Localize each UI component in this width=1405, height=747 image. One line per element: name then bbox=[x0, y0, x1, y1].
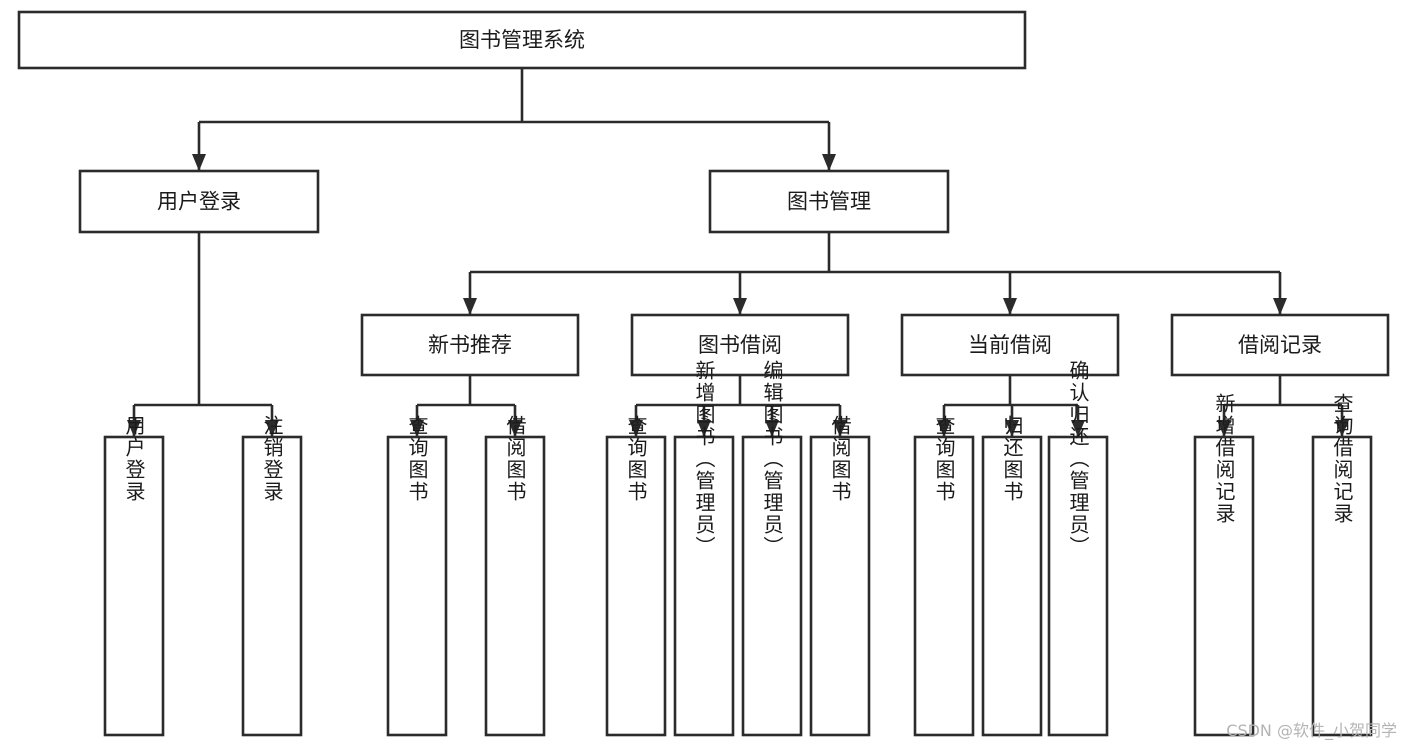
node-label-book-borrow: 图书借阅 bbox=[698, 333, 782, 357]
node-box-leaf-query-borrow-record bbox=[1311, 435, 1373, 737]
nodes-layer: 图书管理系统用户登录图书管理新书推荐图书借阅当前借阅借阅记录用户登录注销登录查询… bbox=[17, 10, 1390, 737]
node-label-leaf-user-login: 用户登录 bbox=[122, 415, 146, 503]
node-label-book-manage: 图书管理 bbox=[787, 190, 871, 214]
node-label-leaf-borrow-book-1: 借阅图书 bbox=[503, 415, 527, 503]
node-leaf-edit-book[interactable]: 编辑图书（管理员） bbox=[741, 360, 803, 737]
node-leaf-confirm-return[interactable]: 确认归还（管理员） bbox=[1047, 360, 1109, 737]
arrow-head-icon bbox=[1005, 420, 1019, 437]
node-leaf-add-book[interactable]: 新增图书（管理员） bbox=[673, 360, 735, 737]
node-leaf-add-borrow-record[interactable]: 新增借阅记录 bbox=[1193, 393, 1255, 737]
arrow-head-icon bbox=[410, 420, 424, 437]
arrow-head-icon bbox=[1071, 420, 1085, 437]
arrow-head-icon bbox=[1335, 420, 1349, 437]
node-box-root bbox=[17, 10, 1027, 70]
node-label-leaf-add-book: 新增图书（管理员） bbox=[692, 360, 716, 558]
connectors-layer bbox=[127, 68, 1349, 437]
node-box-user-login bbox=[78, 169, 320, 234]
node-label-leaf-user-logout: 注销登录 bbox=[260, 415, 284, 503]
node-leaf-query-book-2[interactable]: 查询图书 bbox=[605, 415, 667, 737]
node-box-book-borrow bbox=[630, 313, 850, 377]
node-box-leaf-edit-book bbox=[741, 435, 803, 737]
node-box-book-manage bbox=[708, 169, 950, 234]
node-root[interactable]: 图书管理系统 bbox=[17, 10, 1027, 70]
arrow-head-icon bbox=[937, 420, 951, 437]
arrow-head-icon bbox=[508, 420, 522, 437]
node-label-leaf-query-book-1: 查询图书 bbox=[405, 415, 429, 503]
arrow-head-icon bbox=[265, 420, 279, 437]
arrow-head-icon bbox=[822, 154, 836, 171]
node-label-leaf-borrow-book-2: 借阅图书 bbox=[828, 415, 852, 503]
node-box-leaf-add-book bbox=[673, 435, 735, 737]
node-box-leaf-user-login bbox=[103, 435, 165, 737]
node-label-root: 图书管理系统 bbox=[459, 28, 585, 52]
node-box-leaf-add-borrow-record bbox=[1193, 435, 1255, 737]
node-leaf-user-logout[interactable]: 注销登录 bbox=[241, 415, 303, 737]
node-label-user-login: 用户登录 bbox=[157, 190, 241, 214]
node-box-new-book-recommend bbox=[360, 313, 580, 377]
node-label-leaf-query-book-3: 查询图书 bbox=[932, 415, 956, 503]
arrow-head-icon bbox=[463, 298, 477, 315]
node-box-current-borrow bbox=[900, 313, 1120, 377]
node-label-borrow-record: 借阅记录 bbox=[1238, 333, 1322, 357]
arrow-head-icon bbox=[1217, 420, 1231, 437]
node-box-leaf-borrow-book-1 bbox=[484, 435, 546, 737]
node-label-leaf-return-book: 归还图书 bbox=[1000, 415, 1024, 503]
node-leaf-borrow-book-2[interactable]: 借阅图书 bbox=[809, 415, 871, 737]
node-label-leaf-query-book-2: 查询图书 bbox=[624, 415, 648, 503]
arrow-head-icon bbox=[833, 420, 847, 437]
node-leaf-return-book[interactable]: 归还图书 bbox=[981, 415, 1043, 737]
node-borrow-record[interactable]: 借阅记录 bbox=[1170, 313, 1390, 377]
arrow-head-icon bbox=[733, 298, 747, 315]
arrow-head-icon bbox=[697, 420, 711, 437]
node-box-leaf-confirm-return bbox=[1047, 435, 1109, 737]
node-label-leaf-confirm-return: 确认归还（管理员） bbox=[1066, 360, 1090, 558]
node-current-borrow[interactable]: 当前借阅 bbox=[900, 313, 1120, 377]
arrow-head-icon bbox=[629, 420, 643, 437]
node-leaf-query-book-1[interactable]: 查询图书 bbox=[386, 415, 448, 737]
node-box-leaf-query-book-3 bbox=[913, 435, 975, 737]
node-label-leaf-add-borrow-record: 新增借阅记录 bbox=[1212, 393, 1236, 525]
arrow-head-icon bbox=[127, 420, 141, 437]
arrow-head-icon bbox=[1003, 298, 1017, 315]
node-box-leaf-borrow-book-2 bbox=[809, 435, 871, 737]
node-book-borrow[interactable]: 图书借阅 bbox=[630, 313, 850, 377]
node-label-new-book-recommend: 新书推荐 bbox=[428, 333, 512, 357]
arrow-head-icon bbox=[765, 420, 779, 437]
node-box-leaf-return-book bbox=[981, 435, 1043, 737]
arrow-head-icon bbox=[1273, 298, 1287, 315]
node-leaf-borrow-book-1[interactable]: 借阅图书 bbox=[484, 415, 546, 737]
node-leaf-query-book-3[interactable]: 查询图书 bbox=[913, 415, 975, 737]
node-leaf-user-login[interactable]: 用户登录 bbox=[103, 415, 165, 737]
node-label-current-borrow: 当前借阅 bbox=[968, 333, 1052, 357]
node-book-manage[interactable]: 图书管理 bbox=[708, 169, 950, 234]
node-leaf-query-borrow-record[interactable]: 查询借阅记录 bbox=[1311, 393, 1373, 737]
node-box-borrow-record bbox=[1170, 313, 1390, 377]
arrow-head-icon bbox=[192, 154, 206, 171]
node-label-leaf-query-borrow-record: 查询借阅记录 bbox=[1330, 393, 1354, 525]
node-user-login[interactable]: 用户登录 bbox=[78, 169, 320, 234]
node-box-leaf-query-book-1 bbox=[386, 435, 448, 737]
node-box-leaf-user-logout bbox=[241, 435, 303, 737]
node-label-leaf-edit-book: 编辑图书（管理员） bbox=[760, 360, 784, 558]
node-box-leaf-query-book-2 bbox=[605, 435, 667, 737]
node-new-book-recommend[interactable]: 新书推荐 bbox=[360, 313, 580, 377]
